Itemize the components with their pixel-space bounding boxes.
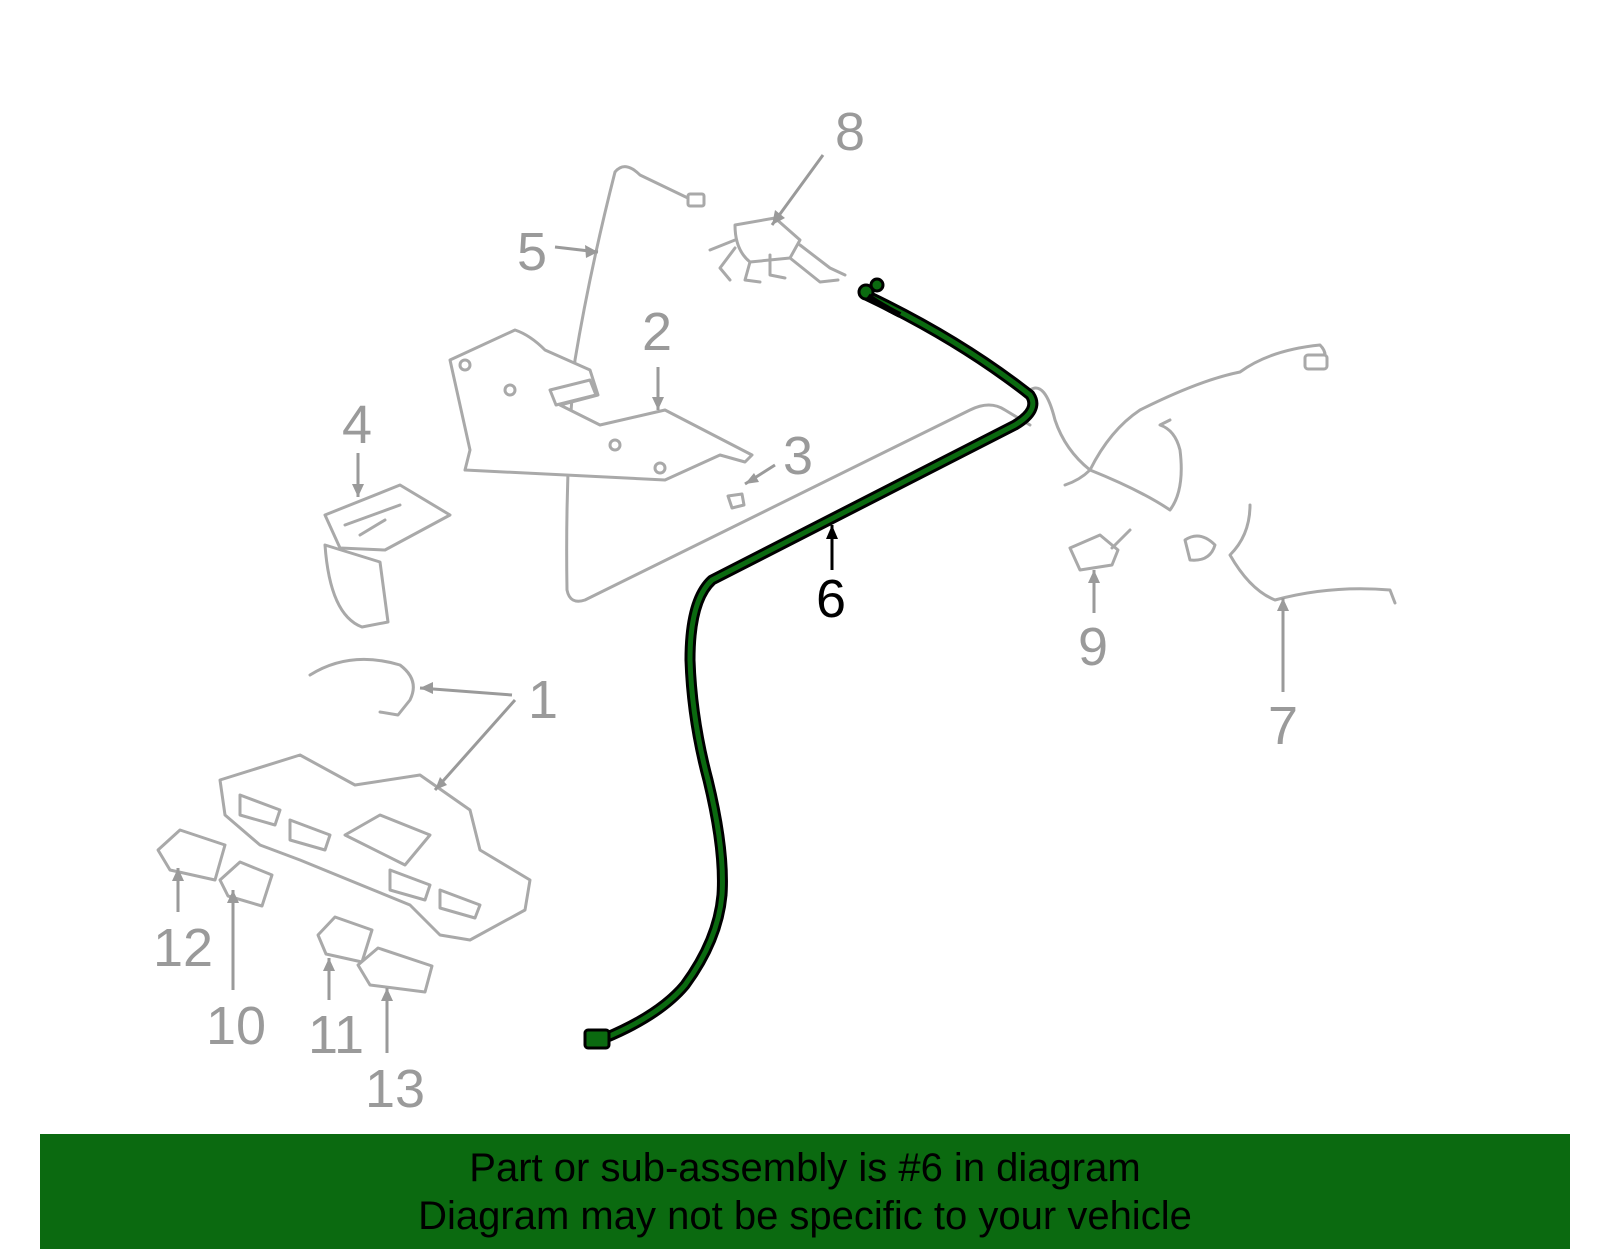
part-9-sensor bbox=[1068, 528, 1132, 572]
part-1-console bbox=[218, 753, 532, 942]
part-10-cap bbox=[218, 860, 274, 908]
callout-5: 5 bbox=[517, 222, 547, 282]
part-8-module bbox=[708, 216, 847, 284]
banner-line-2: Diagram may not be specific to your vehi… bbox=[418, 1194, 1192, 1238]
part-12-cap bbox=[156, 828, 227, 882]
callout-10: 10 bbox=[206, 996, 266, 1056]
part-11-cap bbox=[316, 915, 374, 964]
part-2-bracket bbox=[448, 328, 754, 482]
callout-8: 8 bbox=[835, 102, 865, 162]
callout-13: 13 bbox=[365, 1059, 425, 1119]
callout-3: 3 bbox=[783, 426, 813, 486]
banner-line-1: Part or sub-assembly is #6 in diagram bbox=[469, 1146, 1141, 1190]
callout-1: 1 bbox=[528, 670, 558, 730]
callout-12: 12 bbox=[153, 918, 213, 978]
part-1-hook bbox=[308, 657, 415, 717]
part-13-cap bbox=[356, 946, 434, 994]
part-3-clip bbox=[726, 492, 746, 510]
callout-11: 11 bbox=[308, 1005, 364, 1065]
part-4-bracket bbox=[323, 483, 452, 629]
part-7-harness bbox=[1028, 343, 1397, 605]
part-6-harness bbox=[583, 277, 1039, 1050]
callout-9: 9 bbox=[1078, 617, 1108, 677]
callout-2: 2 bbox=[642, 302, 672, 362]
callout-7: 7 bbox=[1268, 696, 1298, 756]
info-banner: Part or sub-assembly is #6 in diagram Di… bbox=[40, 1134, 1570, 1249]
callout-4: 4 bbox=[342, 395, 372, 455]
callout-6: 6 bbox=[816, 569, 846, 629]
callout-arrows bbox=[172, 154, 1289, 1053]
